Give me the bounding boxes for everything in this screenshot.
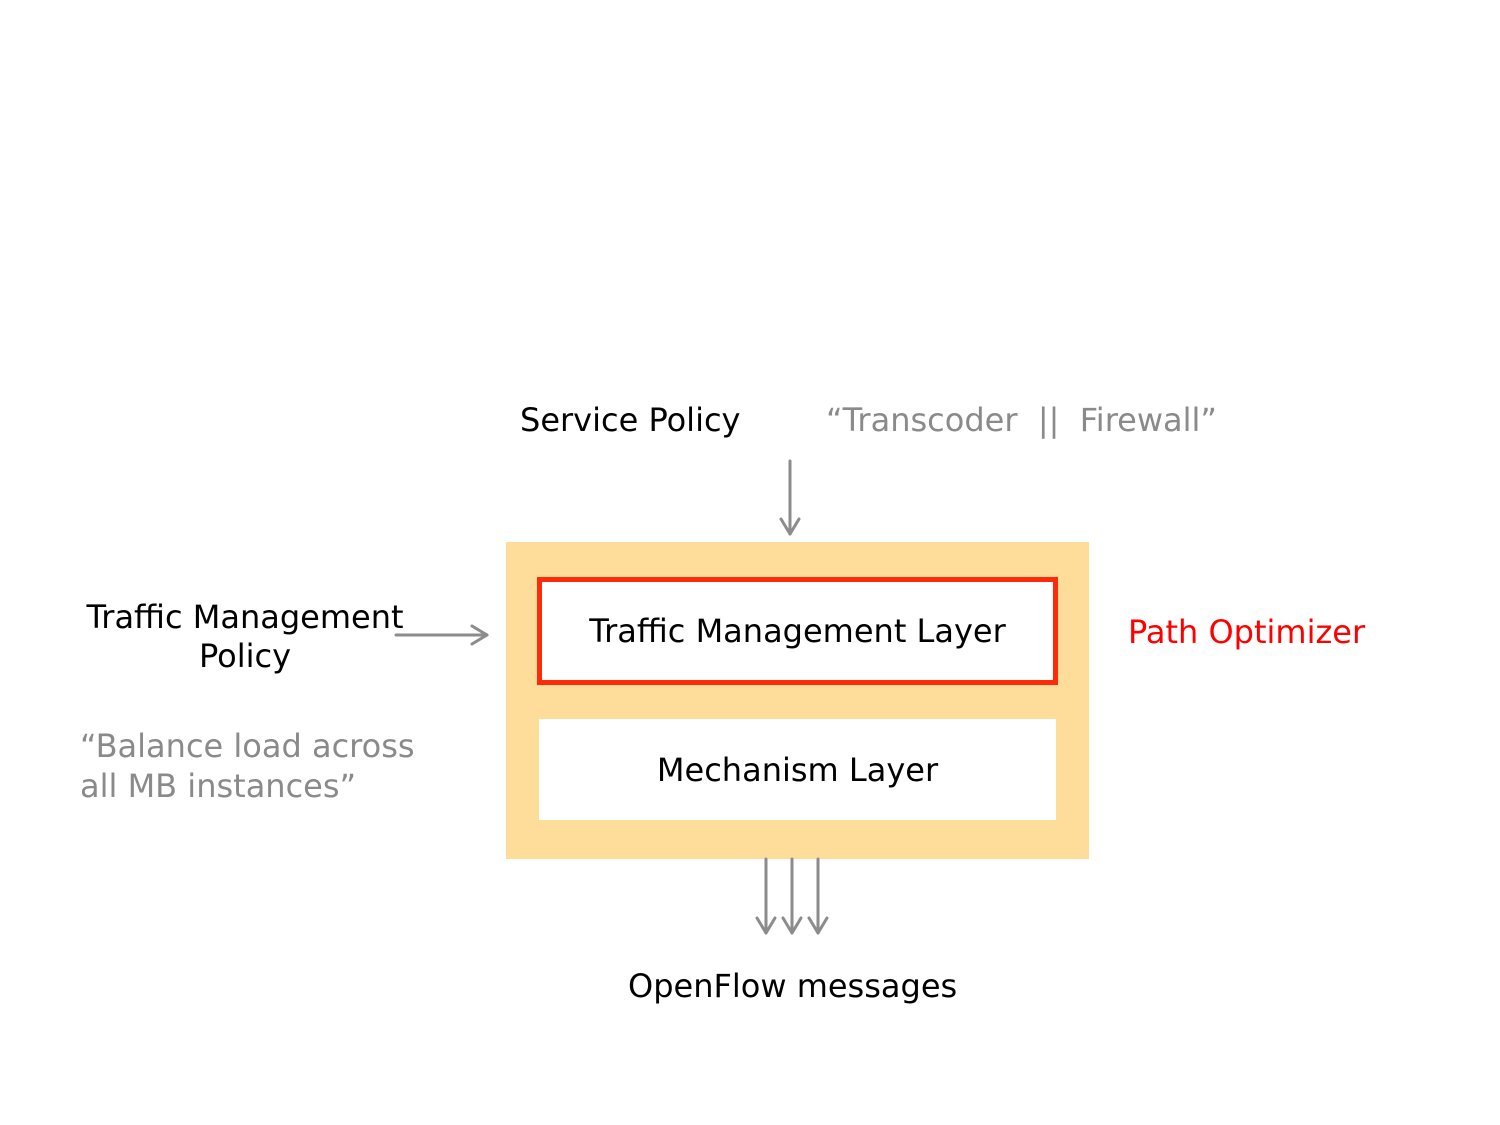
path-optimizer-label: Path Optimizer xyxy=(1128,613,1366,651)
openflow-arrow-1 xyxy=(755,857,777,935)
mechanism-layer-label: Mechanism Layer xyxy=(656,750,939,789)
mechanism-layer-box: Mechanism Layer xyxy=(539,719,1056,820)
service-policy-example: “Transcoder || Firewall” xyxy=(826,401,1217,439)
openflow-arrow-3 xyxy=(807,857,829,935)
traffic-management-layer-box: Traffic Management Layer xyxy=(537,577,1058,685)
traffic-management-layer-label: Traffic Management Layer xyxy=(589,612,1006,650)
traffic-management-policy-example: “Balance load across all MB instances” xyxy=(80,727,415,805)
service-policy-arrow xyxy=(779,459,801,536)
openflow-messages-label: OpenFlow messages xyxy=(628,967,958,1005)
openflow-arrow-2 xyxy=(781,857,803,935)
traffic-management-policy-label: Traffic Management Policy xyxy=(86,598,404,676)
service-policy-label: Service Policy xyxy=(520,401,741,439)
